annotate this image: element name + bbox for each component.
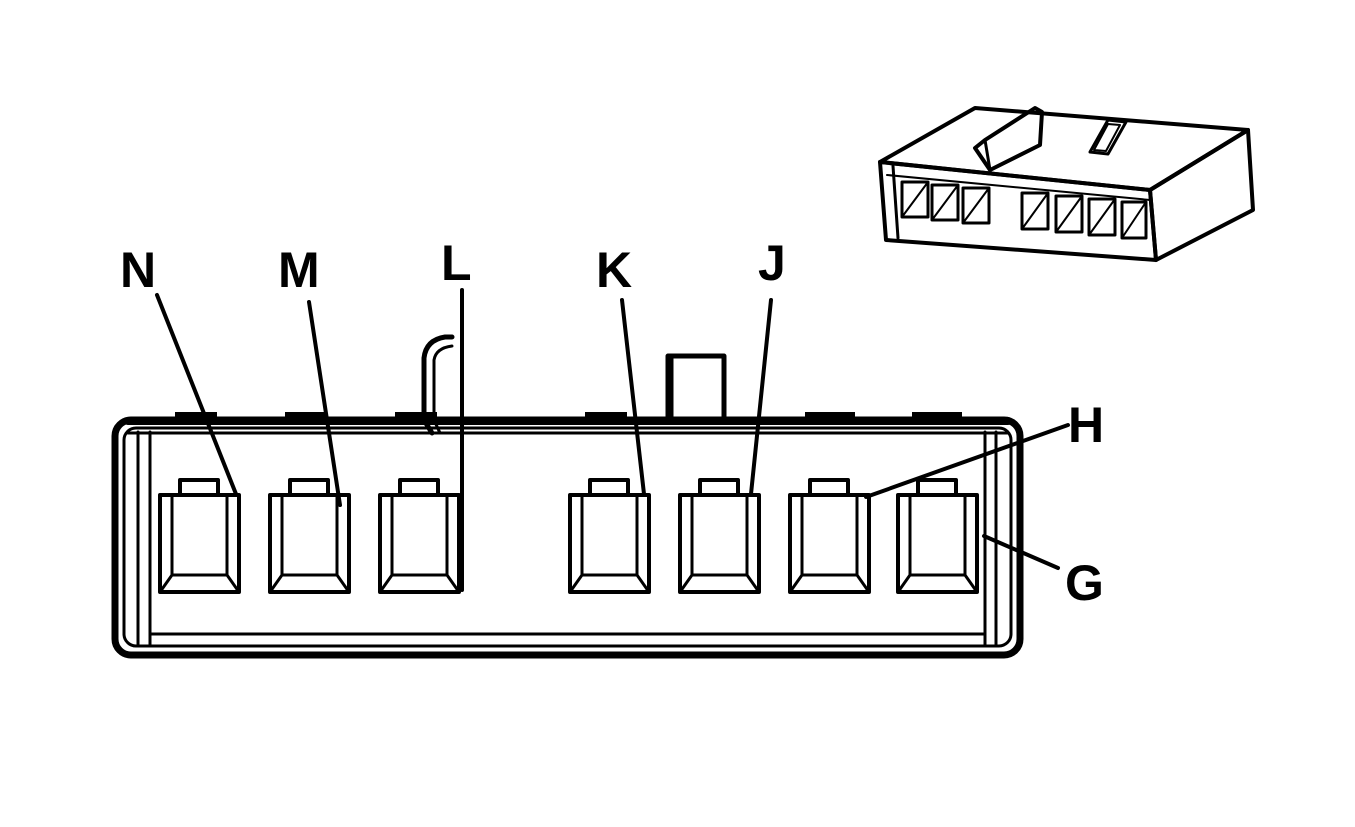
leader-lines [155, 288, 1070, 592]
pin-labels: N M L K J H G [120, 235, 1104, 611]
leader-line-j [749, 298, 773, 496]
inset-cavities [900, 180, 1148, 240]
cavity-m [268, 478, 351, 594]
pin-label-k: K [596, 242, 632, 298]
leader-line-n [155, 293, 238, 496]
cavity-g [896, 478, 979, 594]
leader-line-k [620, 298, 646, 496]
pin-label-n: N [120, 242, 156, 298]
pin-label-m: M [278, 242, 320, 298]
cavity-j [678, 478, 761, 594]
leader-line-m [307, 300, 342, 507]
cavity-n [158, 478, 241, 594]
pin-label-j: J [758, 235, 786, 291]
connector-inset-illustration [878, 106, 1255, 262]
leader-line-h [864, 423, 1070, 499]
pin-label-h: H [1068, 397, 1104, 453]
connector-body [111, 334, 1024, 659]
pin-label-g: G [1065, 555, 1104, 611]
pin-cavities [158, 478, 979, 594]
leader-line-g [982, 534, 1060, 570]
pin-label-l: L [441, 235, 472, 291]
cavity-l [378, 478, 461, 594]
cavity-h [788, 478, 871, 594]
cavity-k [568, 478, 651, 594]
